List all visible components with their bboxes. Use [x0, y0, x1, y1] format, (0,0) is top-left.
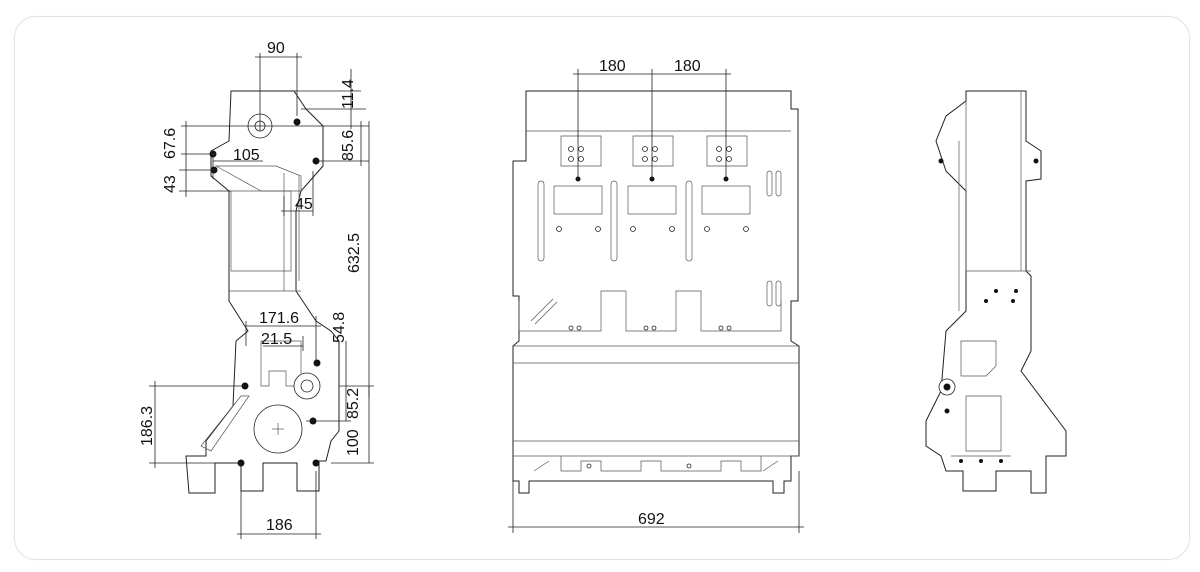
dim-632-5: 632.5: [346, 233, 363, 273]
dim-90: 90: [267, 40, 285, 57]
dim-186-3: 186.3: [139, 406, 156, 446]
dim-43: 43: [162, 175, 179, 193]
dim-171-6: 171.6: [259, 310, 299, 327]
left-view-slot: [260, 340, 302, 387]
dim-186: 186: [266, 517, 293, 534]
left-view-upper-bracket: [214, 165, 302, 192]
left-view-dimension-lines: [149, 53, 374, 539]
dim-105: 105: [233, 147, 260, 164]
dim-180-left: 180: [599, 58, 626, 75]
left-view-inner-panel: [230, 190, 292, 272]
pole-1: [553, 135, 603, 232]
dim-21-5: 21.5: [261, 331, 292, 348]
dim-11-4: 11.4: [340, 79, 357, 109]
dim-45: 45: [295, 196, 313, 213]
dim-692: 692: [638, 511, 665, 528]
front-view-dimension-lines: [508, 69, 804, 533]
technical-drawing: 90 11.4 67.6 105 85.6 43 45 632.5 171.6 …: [139, 40, 1067, 539]
left-view-rib: [200, 395, 250, 452]
left-side-view: 90 11.4 67.6 105 85.6 43 45 632.5 171.6 …: [139, 40, 374, 539]
dim-54-8: 54.8: [331, 312, 348, 343]
right-side-view: [925, 90, 1067, 494]
pole-3: [701, 135, 751, 232]
pole-2: [627, 135, 677, 232]
drawing-card: 90 11.4 67.6 105 85.6 43 45 632.5 171.6 …: [14, 16, 1190, 560]
front-view: 180 180 692: [508, 58, 804, 533]
dim-100: 100: [345, 429, 362, 456]
dim-85-6: 85.6: [340, 130, 357, 161]
dim-67-6: 67.6: [162, 128, 179, 159]
dim-85-2: 85.2: [345, 388, 362, 419]
dim-180-right: 180: [674, 58, 701, 75]
